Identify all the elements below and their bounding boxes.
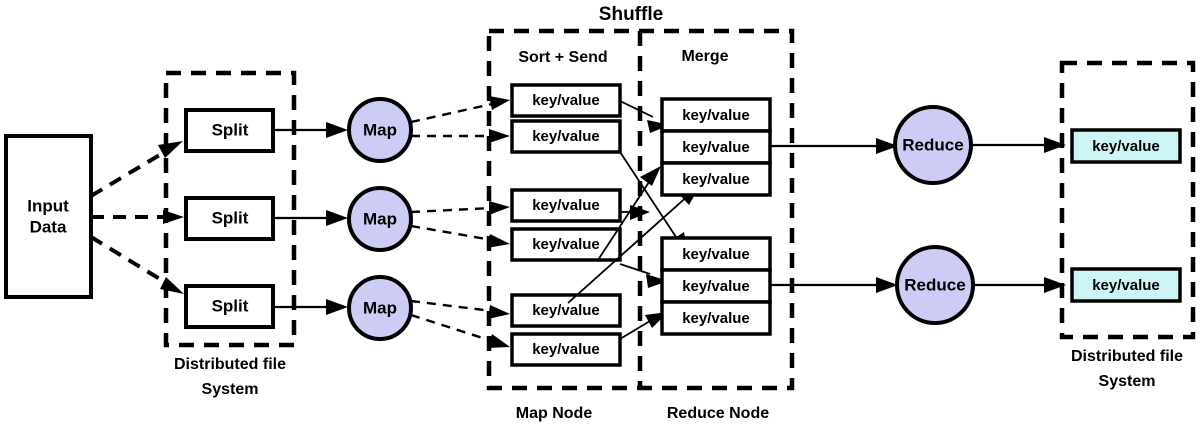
merge-kv-label-1-2: key/value — [682, 139, 750, 156]
map-circle-1 — [347, 97, 413, 163]
sort-send-kv-box-1 — [510, 83, 622, 118]
merge-kv-label-1-1: key/value — [682, 107, 750, 124]
merge-kv-box-2-1 — [660, 236, 772, 272]
sort-send-label: Sort + Send — [518, 49, 607, 66]
map-label-2: Map — [363, 209, 397, 228]
merge-kv-label-2-1: key/value — [682, 246, 750, 263]
merge-kv-label-2-2: key/value — [682, 278, 750, 295]
map-circle-2 — [347, 186, 413, 252]
merge-kv-box-2-3 — [660, 300, 772, 336]
output-kv-label-2: key/value — [1092, 277, 1160, 294]
shuffle-arrow-5 — [597, 166, 661, 261]
split-label-3: Split — [212, 296, 249, 315]
map-label-1: Map — [363, 120, 397, 139]
sort-send-kv-label-4: key/value — [532, 236, 600, 253]
merge-kv-box-1-3 — [660, 161, 772, 197]
reduce-to-output-arrow-2 — [973, 277, 1066, 293]
reduce-to-output-arrow-1 — [971, 137, 1066, 153]
input-data-label-line1: Input — [27, 196, 69, 215]
map-to-kv-arrow-2a — [410, 201, 510, 215]
map-to-kv-arrow-1b — [411, 129, 510, 143]
input-to-split-arrow-1 — [89, 141, 183, 198]
split-box-1 — [184, 108, 275, 153]
shuffle-arrow-6 — [619, 263, 668, 288]
reduce-node-caption: Reduce Node — [667, 405, 769, 422]
sort-send-kv-label-5: key/value — [532, 302, 600, 319]
sort-send-kv-label-6: key/value — [532, 341, 600, 358]
dfs-left-caption-line2: System — [202, 381, 259, 398]
reduce-label-1: Reduce — [902, 135, 963, 154]
output-kv-box-2 — [1070, 267, 1182, 303]
shuffle-title: Shuffle — [599, 4, 663, 25]
shuffle-arrow-1 — [619, 100, 670, 133]
dfs-left-caption-line1: Distributed file — [174, 356, 286, 373]
map-to-kv-arrow-2b — [410, 224, 510, 248]
sort-send-kv-label-3: key/value — [532, 197, 600, 214]
map-label-3: Map — [363, 298, 397, 317]
merge-kv-label-1-3: key/value — [682, 171, 750, 188]
input-data-label-line2: Data — [30, 217, 67, 236]
dfs-right-caption-line2: System — [1099, 373, 1156, 390]
dfs-right-caption-line1: Distributed file — [1071, 348, 1183, 365]
split-to-map-arrow-2 — [273, 210, 348, 226]
split-label-1: Split — [212, 120, 249, 139]
output-kv-box-1 — [1070, 128, 1182, 164]
sort-send-kv-box-3 — [510, 188, 622, 223]
map-to-kv-arrow-3a — [410, 299, 510, 319]
sort-send-kv-box-2 — [510, 119, 622, 154]
sort-send-kv-label-2: key/value — [532, 128, 600, 145]
map-node-caption: Map Node — [516, 405, 593, 422]
split-to-map-arrow-3 — [273, 299, 348, 315]
output-kv-label-1: key/value — [1092, 138, 1160, 155]
map-circle-3 — [347, 275, 413, 341]
reduce-label-2: Reduce — [904, 275, 965, 294]
sort-send-kv-label-1: key/value — [532, 92, 600, 109]
shuffle-arrow-4 — [620, 205, 650, 220]
map-to-kv-arrow-3b — [410, 313, 510, 348]
split-box-2 — [184, 196, 275, 241]
merge-to-reduce-arrow-2 — [770, 277, 898, 293]
dfs-left-container — [163, 70, 297, 348]
sort-send-kv-box-5 — [510, 293, 622, 328]
merge-label: Merge — [681, 48, 728, 65]
merge-kv-box-1-1 — [660, 97, 772, 133]
sort-send-kv-box-6 — [510, 332, 622, 367]
merge-kv-label-2-3: key/value — [682, 310, 750, 327]
input-to-split-arrow-2 — [91, 210, 184, 224]
merge-to-reduce-arrow-1 — [770, 138, 898, 154]
map-to-kv-arrow-1a — [410, 96, 510, 124]
input-to-split-arrow-3 — [89, 235, 184, 294]
input-data-box — [4, 134, 93, 299]
split-label-2: Split — [212, 208, 249, 227]
split-to-map-arrow-1 — [273, 122, 348, 138]
